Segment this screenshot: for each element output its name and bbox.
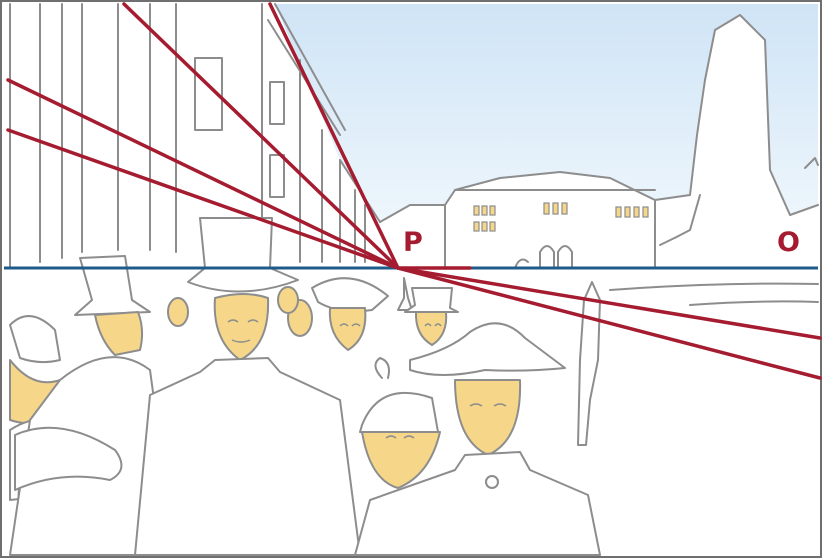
vanishing-point-label: P	[403, 227, 423, 258]
observer-point-label: O	[777, 227, 800, 258]
